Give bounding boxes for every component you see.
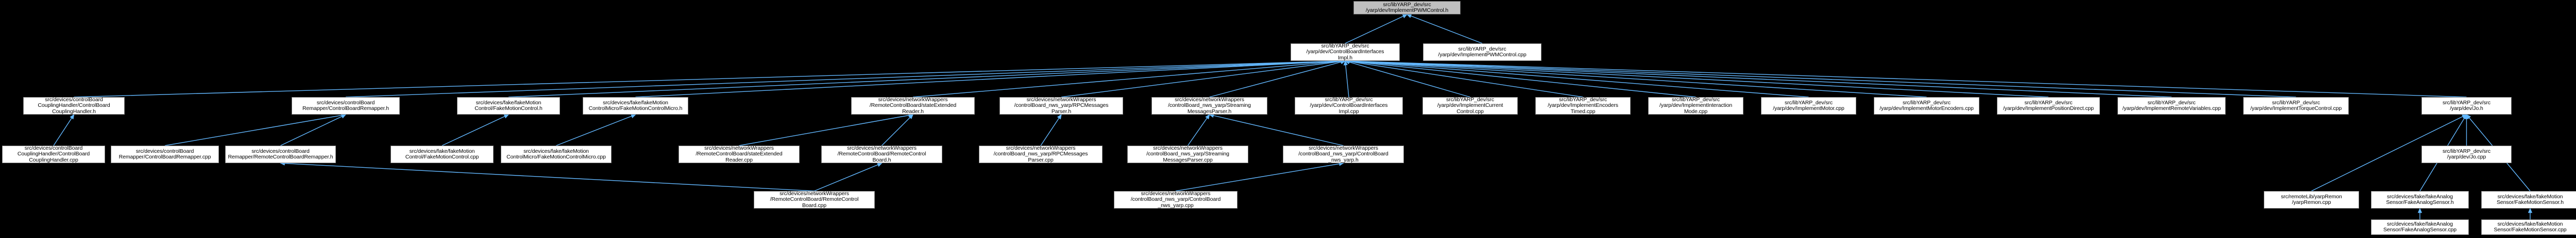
graph-node[interactable]: src/libYARP_dev/src /yarp/dev/Jo.cpp — [2421, 146, 2512, 163]
graph-edge — [164, 113, 347, 146]
graph-node[interactable]: src/libYARP_dev/src /yarp/dev/ImplementI… — [1648, 97, 1743, 115]
graph-node[interactable]: src/devices/networkWrappers /controlBoar… — [999, 97, 1123, 115]
graph-node[interactable]: src/devices/networkWrappers /controlBoar… — [1114, 191, 1238, 209]
graph-edge — [739, 113, 914, 146]
graph-edge — [1175, 162, 1344, 192]
graph-node[interactable]: src/devices/fake/fakeMotion Control/Fake… — [391, 146, 494, 163]
graph-edge — [74, 59, 1346, 98]
graph-edge — [1344, 59, 2172, 98]
graph-edge — [1344, 59, 2049, 98]
graph-edge — [2311, 114, 2467, 192]
graph-node[interactable]: src/devices/fake/fakeAnalog Sensor/FakeA… — [2371, 219, 2469, 235]
graph-node[interactable]: src/devices/fake/fakeMotion Sensor/FakeM… — [2481, 219, 2576, 235]
graph-edge — [556, 114, 636, 146]
graph-edge — [1344, 59, 1583, 98]
graph-edge — [280, 161, 815, 192]
graph-node[interactable]: src/libYARP_dev/src /yarp/dev/Jo.h — [2421, 97, 2512, 115]
graph-edge — [1061, 59, 1346, 98]
graph-edge — [508, 59, 1346, 98]
graph-node[interactable]: src/libYARP_dev/src /yarp/dev/ControlBoa… — [1295, 97, 1403, 115]
graph-node[interactable]: src/devices/fake/fakeMotion Control/Fake… — [457, 97, 560, 115]
graph-node[interactable]: src/devices/networkWrappers /controlBoar… — [979, 145, 1103, 163]
graph-node[interactable]: src/libYARP_dev/src /yarp/dev/ImplementT… — [2243, 97, 2349, 115]
graph-node[interactable]: src/libYARP_dev/src /yarp/dev/ImplementC… — [1422, 97, 1518, 115]
graph-edge — [1344, 59, 1927, 98]
graph-edge — [280, 114, 347, 146]
graph-edge — [1187, 114, 1210, 146]
graph-node[interactable]: src/devices/networkWrappers /RemoteContr… — [754, 191, 875, 209]
graph-edge — [1344, 60, 1470, 98]
graph-node[interactable]: src/libYARP_dev/src /yarp/dev/ImplementM… — [1761, 97, 1856, 115]
graph-edge — [814, 163, 883, 192]
graph-node[interactable]: src/libYARP_dev/src /yarp/dev/ImplementM… — [1874, 97, 1979, 115]
graph-node[interactable]: src/devices/controlBoard CouplingHandler… — [2, 145, 105, 163]
graph-node[interactable]: src/devices/fake/fakeMotion ControlMicro… — [583, 97, 688, 115]
graph-edge — [1343, 60, 1349, 98]
graph-node[interactable]: src/devices/networkWrappers /RemoteContr… — [821, 145, 942, 163]
graph-edge — [1406, 14, 1483, 44]
graph-node[interactable]: src/libYARP_dev/src /yarp/dev/ImplementP… — [1353, 1, 1461, 14]
graph-node[interactable]: src/remoteLib/yarpRemon /yarpRemon.cpp — [2264, 191, 2359, 209]
graph-node[interactable]: src/devices/networkWrappers /controlBoar… — [1127, 145, 1248, 163]
graph-edge — [442, 114, 510, 146]
graph-node[interactable]: src/libYARP_dev/src /yarp/dev/ImplementP… — [1997, 97, 2100, 115]
graph-node[interactable]: src/libYARP_dev/src /yarp/dev/ControlBoa… — [1291, 43, 1400, 61]
graph-node[interactable]: src/libYARP_dev/src /yarp/dev/ImplementR… — [2117, 97, 2226, 115]
graph-edge — [1344, 59, 2467, 98]
graph-edge — [53, 114, 75, 146]
graph-edge — [1344, 59, 1809, 98]
graph-node[interactable]: src/devices/networkWrappers /RemoteContr… — [851, 97, 975, 115]
graph-edge — [1344, 59, 1696, 98]
graph-edge — [1209, 113, 1344, 146]
graph-node[interactable]: src/devices/controlBoard CouplingHandler… — [23, 97, 125, 115]
graph-node[interactable]: src/devices/controlBoard Remapper/Contro… — [292, 97, 400, 115]
graph-edge — [1040, 114, 1062, 146]
graph-node[interactable]: src/libYARP_dev/src /yarp/dev/ImplementP… — [1423, 43, 1541, 61]
graph-edge — [635, 59, 1346, 98]
graph-node[interactable]: src/devices/networkWrappers /controlBoar… — [1283, 145, 1404, 163]
graph-edge — [345, 59, 1346, 98]
graph-node[interactable]: src/devices/controlBoard Remapper/Remote… — [225, 146, 336, 163]
graph-node[interactable]: src/devices/networkWrappers /RemoteContr… — [679, 145, 800, 163]
graph-edge — [1209, 60, 1346, 98]
graph-edge — [882, 114, 913, 146]
graph-node[interactable]: src/devices/fake/fakeAnalog Sensor/FakeA… — [2371, 191, 2469, 209]
graph-edge — [1344, 59, 2296, 98]
graph-node[interactable]: src/devices/controlBoard Remapper/Contro… — [111, 146, 219, 163]
graph-edge — [1345, 14, 1408, 44]
graph-node[interactable]: src/libYARP_dev/src /yarp/dev/ImplementE… — [1535, 97, 1631, 115]
graph-node[interactable]: src/devices/fake/fakeMotion ControlMicro… — [501, 146, 612, 163]
graph-edge — [912, 59, 1346, 98]
graph-node[interactable]: src/devices/fake/fakeMotion Sensor/FakeM… — [2481, 191, 2576, 209]
graph-node[interactable]: src/devices/networkWrappers /controlBoar… — [1151, 97, 1267, 115]
